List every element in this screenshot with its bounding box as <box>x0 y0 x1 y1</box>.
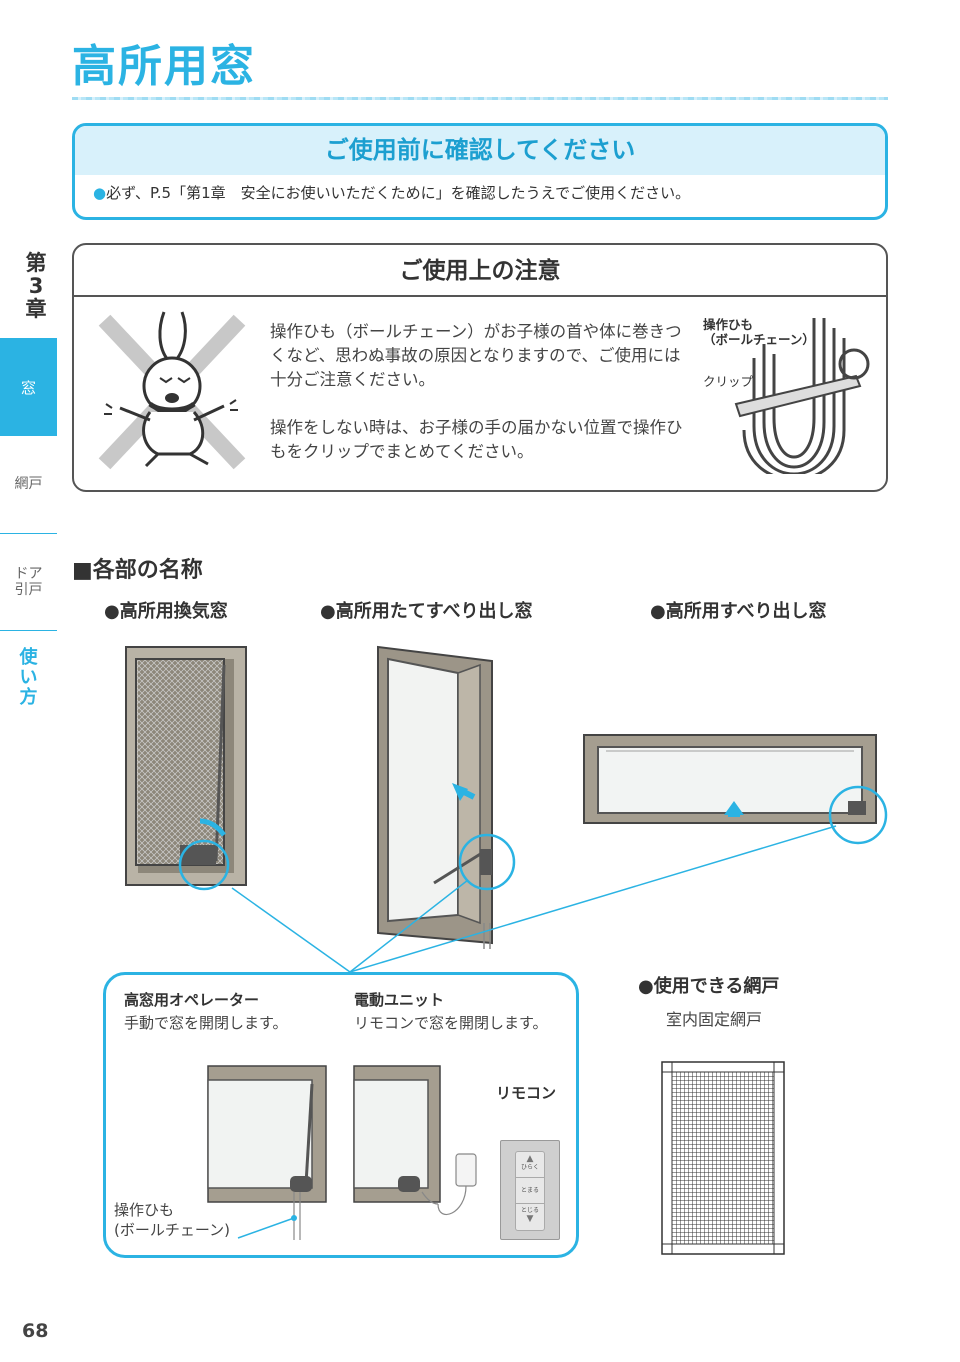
caution-paragraph-2: 操作をしない時は、お子様の手の届かない位置で操作ひもをクリップでまとめてください… <box>270 418 683 461</box>
operator-name: 高窓用オペレーター <box>124 991 260 1009</box>
window-label-vent: ●高所用換気窓 <box>104 601 228 622</box>
screen-heading: ●使用できる網戸 <box>638 976 780 997</box>
arrow-down-icon: ▼ <box>526 1214 534 1224</box>
operator-detail-illustration <box>207 1065 327 1240</box>
sidebar-chapter-label: 第3章 <box>25 251 47 321</box>
parts-heading: ■各部の名称 <box>72 558 203 583</box>
sidebar-item-label: ドア引戸 <box>14 566 43 598</box>
motor-name: 電動ユニット <box>354 991 445 1009</box>
sidebar-item-screen[interactable]: 網戸 <box>14 476 43 492</box>
screen-type: 室内固定網戸 <box>666 1010 763 1029</box>
page-title: 高所用窓 <box>72 41 256 92</box>
remote-control: ▲ ひらく とまる とじる ▼ <box>500 1140 560 1240</box>
sidebar-divider <box>0 630 57 631</box>
operator-description: 手動で窓を開閉します。 <box>124 1014 288 1032</box>
bullet-icon: ● <box>93 184 107 202</box>
chain-label: 操作ひも （ボールチェーン） <box>703 317 815 347</box>
sidebar-item-howto[interactable]: 使い方 <box>0 648 57 708</box>
confirm-notice: ご使用前に確認してください ●必ず、P.5「第1章 安全にお使いいただくために」… <box>72 123 888 220</box>
confirm-heading: ご使用前に確認してください <box>75 126 885 175</box>
sidebar-item-label: 使い方 <box>19 647 38 708</box>
parts-detail-box <box>103 972 579 1258</box>
remote-button-open[interactable]: ▲ ひらく <box>516 1152 544 1178</box>
remote-label: リモコン <box>496 1084 557 1102</box>
motor-description: リモコンで窓を開閉します。 <box>354 1014 548 1032</box>
remote-button-stop[interactable]: とまる <box>516 1178 544 1204</box>
page-number: 68 <box>22 1320 49 1342</box>
caution-notice: ご使用上の注意 <box>72 243 888 492</box>
remote-button-label: ひらく <box>520 1164 539 1171</box>
vertical-window-illustration <box>377 645 516 949</box>
clip-label: クリップ <box>703 374 754 389</box>
fixed-screen-illustration <box>661 1061 785 1255</box>
sidebar-item-label: 窓 <box>20 378 36 397</box>
chain-clip-illustration <box>734 318 870 474</box>
chain-label-bottom: 操作ひも (ボールチェーン) <box>114 1201 230 1239</box>
remote-button-close[interactable]: とじる ▼ <box>516 1204 544 1230</box>
window-label-awning: ●高所用すべり出し窓 <box>650 601 827 622</box>
window-label-vertical: ●高所用たてすべり出し窓 <box>320 601 533 622</box>
awning-window-illustration <box>583 734 888 845</box>
motor-detail-illustration <box>353 1065 477 1216</box>
arrow-up-icon: ▲ <box>526 1154 534 1164</box>
caution-heading: ご使用上の注意 <box>74 245 886 297</box>
caution-paragraph-1: 操作ひも（ボールチェーン）がお子様の首や体に巻きつくなど、思わぬ事故の原因となり… <box>270 322 682 389</box>
confirm-text-row: ●必ず、P.5「第1章 安全にお使いいただくために」を確認したうえでご使用くださ… <box>75 175 885 203</box>
vent-window-illustration <box>125 646 247 891</box>
remote-button-label: とまる <box>520 1187 539 1194</box>
remote-button-panel: ▲ ひらく とまる とじる ▼ <box>515 1151 545 1231</box>
child-danger-illustration <box>98 311 246 470</box>
remote-button-label: とじる <box>520 1207 539 1214</box>
sidebar-item-door[interactable]: ドア引戸 <box>0 566 57 598</box>
sidebar-divider <box>0 533 57 534</box>
sidebar-item-window[interactable]: 窓 <box>0 338 57 436</box>
chain-pointer-line <box>237 1215 297 1239</box>
confirm-text: 必ず、P.5「第1章 安全にお使いいただくために」を確認したうえでご使用ください… <box>106 184 691 202</box>
title-divider <box>72 97 888 100</box>
sidebar-chapter: 第3章 <box>20 252 52 321</box>
